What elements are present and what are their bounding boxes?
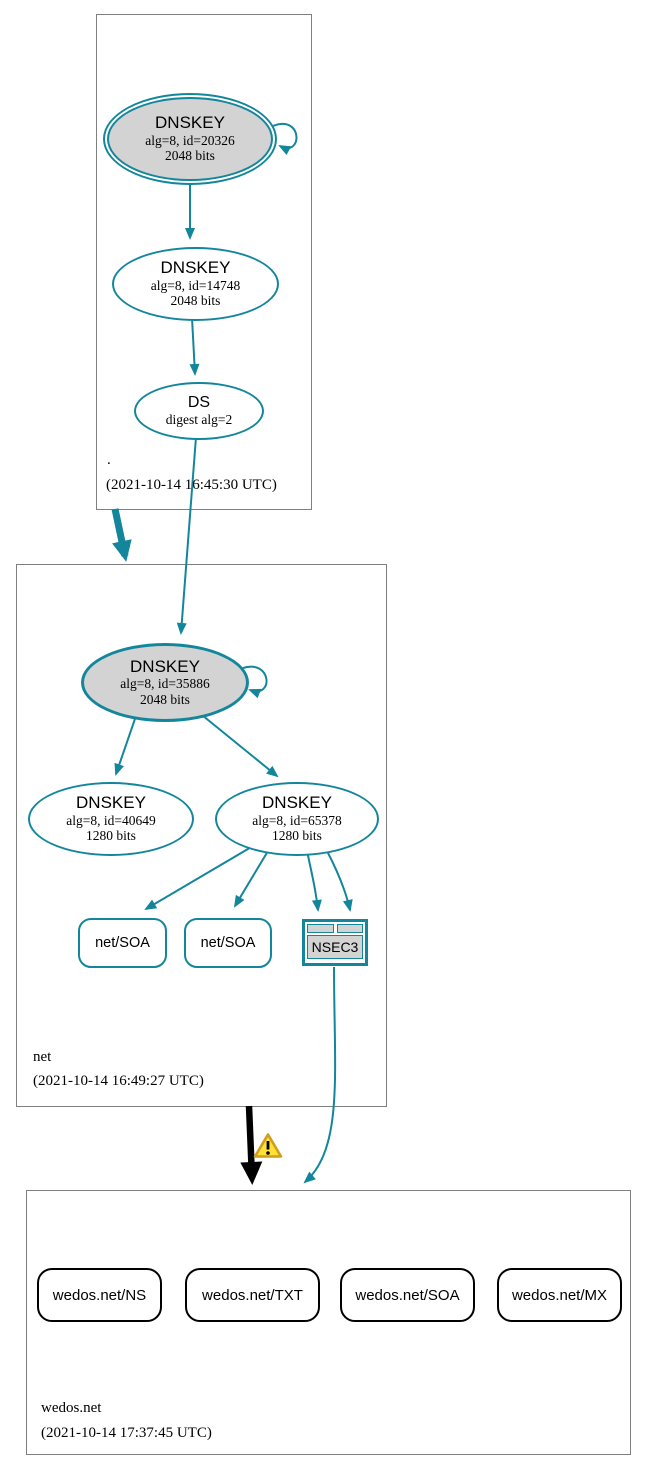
node-detail: 2048 bits xyxy=(140,691,190,707)
nsec3-cell-left xyxy=(307,924,334,933)
node-detail: 1280 bits xyxy=(86,828,136,844)
edge-net-zsk-b-to-soa-a xyxy=(144,845,254,911)
warning-icon xyxy=(253,1133,283,1158)
rrset-label: wedos.net/SOA xyxy=(355,1286,460,1304)
rrset-node-wedos-txt[interactable]: wedos.net/TXT xyxy=(185,1268,320,1322)
edge-root-ksk-selfloop xyxy=(272,123,298,156)
node-detail: alg=8, id=14748 xyxy=(150,277,241,293)
node-detail: alg=8, id=65378 xyxy=(252,812,342,828)
node-detail: digest alg=2 xyxy=(165,412,233,428)
edge-net-ksk-to-zsk-a xyxy=(114,712,138,776)
rrset-label: net/SOA xyxy=(95,935,150,951)
nsec3-cell-right xyxy=(336,924,363,933)
node-title: DNSKEY xyxy=(262,793,332,813)
zone-box-wedos xyxy=(26,1190,631,1455)
edge-net-zsk-b-to-nsec3-left xyxy=(306,850,322,912)
edge-net-zsk-b-to-soa-b xyxy=(233,850,269,908)
zone-timestamp-wedos: (2021-10-14 17:37:45 UTC) xyxy=(41,1425,212,1441)
nsec3-label: NSEC3 xyxy=(307,935,363,959)
zone-label-wedos: wedos.net xyxy=(41,1400,102,1416)
rrset-node-net-soa-1[interactable]: net/SOA xyxy=(78,918,167,968)
node-title: DNSKEY xyxy=(76,793,146,813)
nsec3-node[interactable]: NSEC3 xyxy=(302,919,368,966)
edge-net-to-wedos-delegation-insecure xyxy=(240,1105,263,1185)
dnskey-node-root-ksk-inner: DNSKEY alg=8, id=20326 2048 bits xyxy=(107,97,273,181)
dnskey-node-net-zsk-a[interactable]: DNSKEY alg=8, id=40649 1280 bits xyxy=(28,782,194,856)
edge-root-zsk-to-ds xyxy=(189,317,200,376)
zone-box-root xyxy=(96,14,312,510)
node-detail: alg=8, id=40649 xyxy=(66,812,156,828)
rrset-label: wedos.net/NS xyxy=(52,1286,147,1304)
dnskey-node-net-zsk-b[interactable]: DNSKEY alg=8, id=65378 1280 bits xyxy=(215,782,379,856)
rrset-node-wedos-ns[interactable]: wedos.net/NS xyxy=(37,1268,162,1322)
zone-timestamp-root: (2021-10-14 16:45:30 UTC) xyxy=(106,477,277,493)
rrset-label: wedos.net/MX xyxy=(511,1286,608,1304)
node-title: DNSKEY xyxy=(155,113,225,133)
node-detail: 1280 bits xyxy=(272,828,322,844)
node-title: DS xyxy=(187,394,211,412)
edge-net-ksk-to-zsk-b xyxy=(196,710,279,778)
zone-box-net xyxy=(16,564,387,1107)
nsec3-rrsig-cells xyxy=(307,924,363,933)
zone-timestamp-net: (2021-10-14 16:49:27 UTC) xyxy=(33,1073,204,1089)
dnskey-node-root-ksk[interactable]: DNSKEY alg=8, id=20326 2048 bits xyxy=(103,93,277,185)
node-title: DNSKEY xyxy=(130,656,200,676)
dnskey-node-net-ksk[interactable]: DNSKEY alg=8, id=35886 2048 bits xyxy=(81,643,249,722)
rrset-label: wedos.net/TXT xyxy=(202,1286,303,1304)
rrset-node-wedos-mx[interactable]: wedos.net/MX xyxy=(497,1268,622,1322)
node-detail: alg=8, id=35886 xyxy=(120,676,210,692)
dnskey-node-root-zsk[interactable]: DNSKEY alg=8, id=14748 2048 bits xyxy=(112,247,279,321)
zone-label-root: . xyxy=(107,452,111,468)
ds-node-root[interactable]: DS digest alg=2 xyxy=(134,382,264,440)
edge-root-to-net-delegation-secure xyxy=(111,508,132,562)
edge-net-ksk-selfloop xyxy=(242,665,268,699)
rrset-label: net/SOA xyxy=(200,935,256,951)
node-detail: 2048 bits xyxy=(170,293,221,309)
zone-label-net: net xyxy=(33,1049,52,1065)
edge-ds-to-net-ksk xyxy=(176,436,197,635)
node-detail: 2048 bits xyxy=(165,148,215,164)
rrset-node-net-soa-2[interactable]: net/SOA xyxy=(184,918,272,968)
edge-net-zsk-b-to-nsec3-right xyxy=(326,850,353,912)
node-detail: alg=8, id=20326 xyxy=(145,132,235,148)
node-title: DNSKEY xyxy=(160,258,231,278)
edge-nsec3-to-wedos-zone xyxy=(303,966,337,1184)
rrset-node-wedos-soa[interactable]: wedos.net/SOA xyxy=(340,1268,475,1322)
